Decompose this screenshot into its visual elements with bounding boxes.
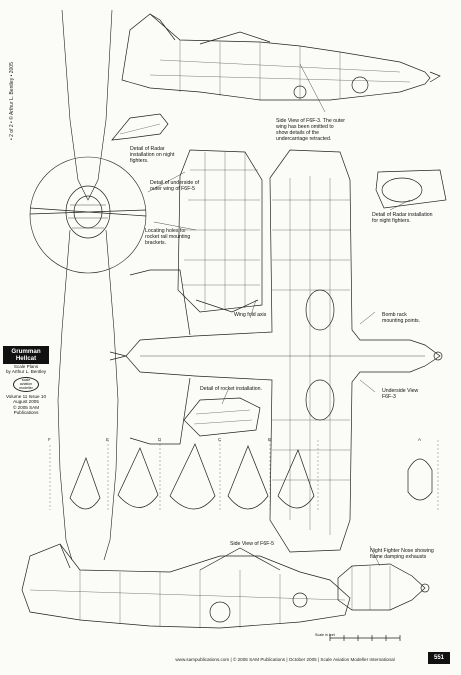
logo-top: scale <box>21 378 31 383</box>
label-night-nose: Night Fighter Nose showing flame damping… <box>370 548 434 561</box>
label-wing-fold: Wing fold axis <box>234 312 267 318</box>
info-date: August 2005 <box>13 399 39 405</box>
fuselage-sections-drawing <box>49 440 439 510</box>
info-title: Grumman Hellcat <box>3 346 49 364</box>
outer-wing-underside-drawing <box>177 149 263 313</box>
side-view-f6f3-drawing <box>121 13 441 101</box>
magazine-logo: scale aviation modeller <box>13 376 39 392</box>
label-radar-right: Detail of Radar installation for night f… <box>372 212 433 225</box>
info-line1: Scale Plans <box>13 364 39 369</box>
label-locating-holes: Locating holes for rocket rail mounting … <box>145 228 191 247</box>
underside-view-drawing <box>109 149 443 553</box>
label-radar-left: Detail of Radar installation on night fi… <box>130 146 175 165</box>
page-footer: www.sampublications.com | © 2005 SAM Pub… <box>175 657 395 662</box>
info-volume: Volume 11 Issue 10 <box>5 393 46 399</box>
label-underside-view: Underside View F6F-3 <box>382 388 419 401</box>
leader-lines <box>147 63 411 567</box>
side-credit: • 2 of 2 • © Arthur L. Bentley • 2005 <box>1 22 15 142</box>
section-letter: C <box>218 437 222 442</box>
info-line2: by Arthur L. Bentley <box>5 369 47 375</box>
label-underside-outer: Detail of underside of outer wing of F6F… <box>150 180 200 193</box>
label-bomb-rack: Bomb rack mounting points. <box>382 312 421 325</box>
night-nose-drawing <box>337 563 430 611</box>
page-number: 551 <box>428 652 450 664</box>
logo-mid: aviation <box>19 382 33 387</box>
side-view-f6f5-drawing <box>21 543 351 629</box>
side-credit-text: • 2 of 2 • © Arthur L. Bentley • 2005 <box>9 62 15 140</box>
section-letter: F <box>48 437 51 442</box>
info-box: Grumman Hellcat Scale Plans by Arthur L.… <box>3 346 49 415</box>
front-view-drawing <box>29 9 147 561</box>
label-rocket-detail: Detail of rocket installation. <box>200 386 262 392</box>
scale-bar-drawing <box>329 635 401 641</box>
logo-bottom: modeller <box>19 386 33 391</box>
section-letter: E <box>106 437 110 442</box>
section-letter: A <box>418 437 422 442</box>
radar-detail-left-drawing <box>111 113 169 141</box>
scale-label: Scale in feet <box>315 633 335 637</box>
section-letter: B <box>268 437 272 442</box>
section-letter: D <box>158 437 162 442</box>
info-copyright: © 2005 SAM Publications <box>12 404 40 416</box>
rocket-detail-drawing <box>183 397 261 437</box>
label-side-f6f3: Side View of F6F-3. The outer wing has b… <box>276 118 346 143</box>
label-side-f6f5: Side View of F6F-5 <box>230 541 275 547</box>
radar-detail-right-drawing <box>375 169 447 209</box>
